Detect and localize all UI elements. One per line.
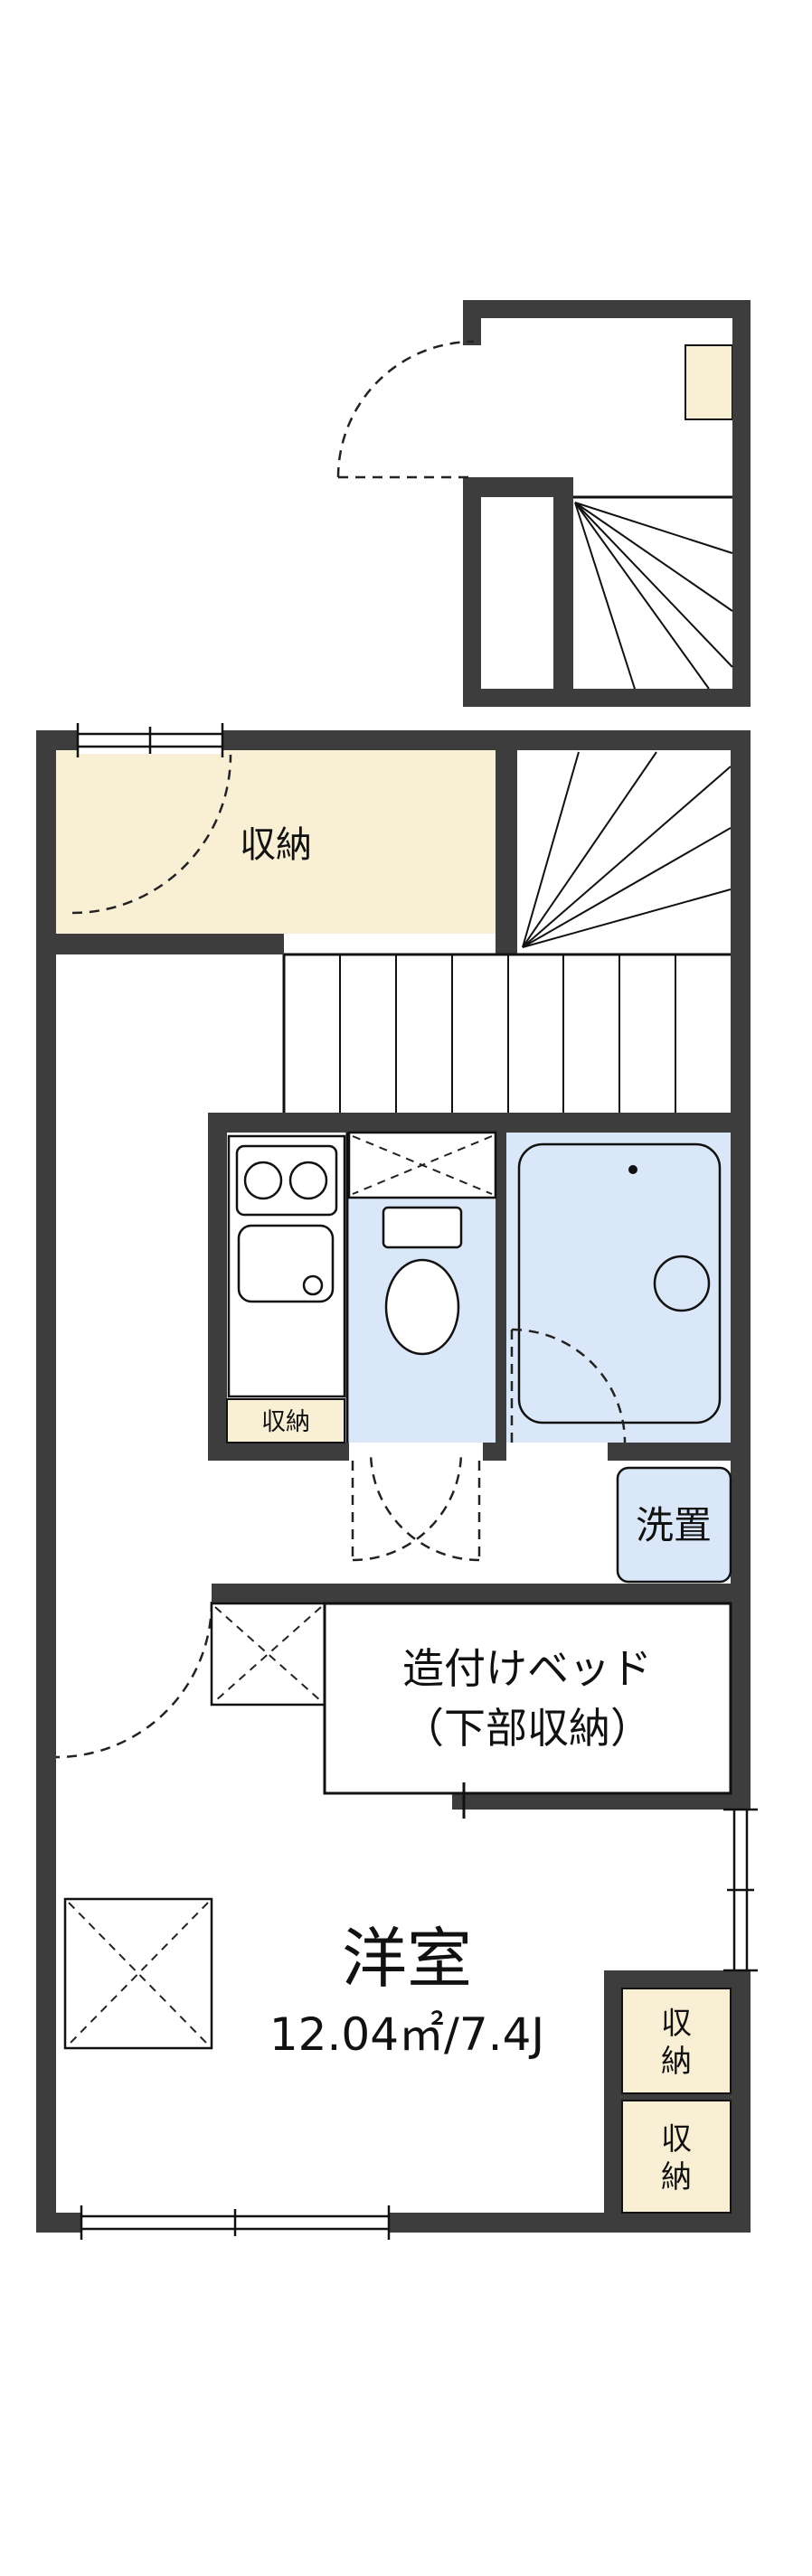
wall-toilet-bath	[496, 1133, 506, 1443]
storage-br-1	[621, 1988, 732, 2094]
hall-door-swings	[351, 1451, 481, 1562]
wall-bedroom-top	[212, 1584, 731, 1603]
toilet-tank	[382, 1206, 463, 1249]
bath-drain	[653, 1255, 711, 1312]
toilet-bowl	[384, 1258, 460, 1356]
window-right	[723, 1808, 758, 1972]
bedroom-door-arc	[55, 1601, 213, 1759]
sink-drain	[302, 1274, 324, 1296]
storage-br-2	[621, 2100, 732, 2214]
wall-hall-c	[608, 1443, 731, 1461]
wall	[463, 300, 751, 318]
window-side-space	[63, 1897, 213, 2050]
bathroom-fill	[506, 1133, 731, 1443]
wall	[463, 300, 481, 345]
bath-faucet-dot	[628, 1165, 637, 1174]
stove-top	[235, 1144, 338, 1217]
room-name-label: 洋室	[342, 1921, 472, 1997]
main-floor-plan: 収納 収納 洗置 造付けベッド （下部収納） 洋室 12.04㎡/7.4J 収 …	[36, 723, 758, 2240]
bathroom-door-arc	[511, 1328, 627, 1443]
room-size-label: 12.04㎡/7.4J	[269, 2008, 544, 2061]
entry-storage-box	[685, 344, 733, 420]
bed-label-line2: （下部収納）	[402, 1704, 652, 1753]
stove-burner-right	[288, 1161, 328, 1200]
storage-br1-char1: 収	[661, 2006, 692, 2042]
wall	[553, 477, 573, 707]
toilet-overhead-cabinet	[347, 1131, 497, 1199]
bathroom	[510, 1142, 722, 1443]
outer-wall-right	[731, 730, 751, 2233]
toilet	[382, 1206, 463, 1356]
stove-burner-left	[243, 1161, 283, 1200]
washer-space-box	[616, 1466, 732, 1584]
wall	[463, 689, 751, 707]
kitchen	[227, 1133, 349, 1443]
wall-kitchen-left	[208, 1113, 227, 1461]
window-top	[76, 723, 224, 757]
wall-storages-top	[604, 1970, 731, 1988]
entry-door-arc	[336, 340, 475, 478]
storage-door-arc	[71, 754, 232, 915]
kitchen-sink	[237, 1224, 335, 1303]
bed-label-line1: 造付けベッド	[402, 1644, 652, 1693]
small-storage-label: 収納	[261, 1408, 310, 1436]
bathtub	[517, 1142, 722, 1424]
wall-bed-bottom	[452, 1793, 731, 1810]
upper-entrance-plan	[336, 300, 751, 707]
storage-br2-char1: 収	[661, 2121, 692, 2158]
wall-below-stairs	[208, 1113, 731, 1133]
storage-br2-char2: 納	[661, 2159, 692, 2195]
wall	[463, 477, 481, 707]
wall	[463, 477, 573, 497]
washer-space-label: 洗置	[636, 1503, 712, 1547]
wall-hall-b	[483, 1443, 506, 1461]
storage-room-label: 収納	[240, 824, 312, 866]
built-in-bed	[323, 1602, 732, 1819]
stair-run	[282, 953, 731, 1113]
wall-storage-right	[496, 750, 517, 954]
wall	[732, 300, 751, 707]
upper-stair-winder	[573, 495, 733, 690]
wall-storages-divider	[622, 2093, 731, 2101]
wall-hall-a	[208, 1443, 349, 1461]
storage-br1-char2: 納	[661, 2044, 692, 2080]
wall-storages-left	[604, 1970, 622, 2213]
appliance-space	[210, 1602, 326, 1706]
wall-storage-bottom	[56, 934, 284, 954]
outer-wall-left	[36, 730, 56, 2233]
window-bottom	[80, 2205, 391, 2240]
stair-winder	[522, 751, 732, 948]
small-storage-box	[226, 1398, 345, 1443]
